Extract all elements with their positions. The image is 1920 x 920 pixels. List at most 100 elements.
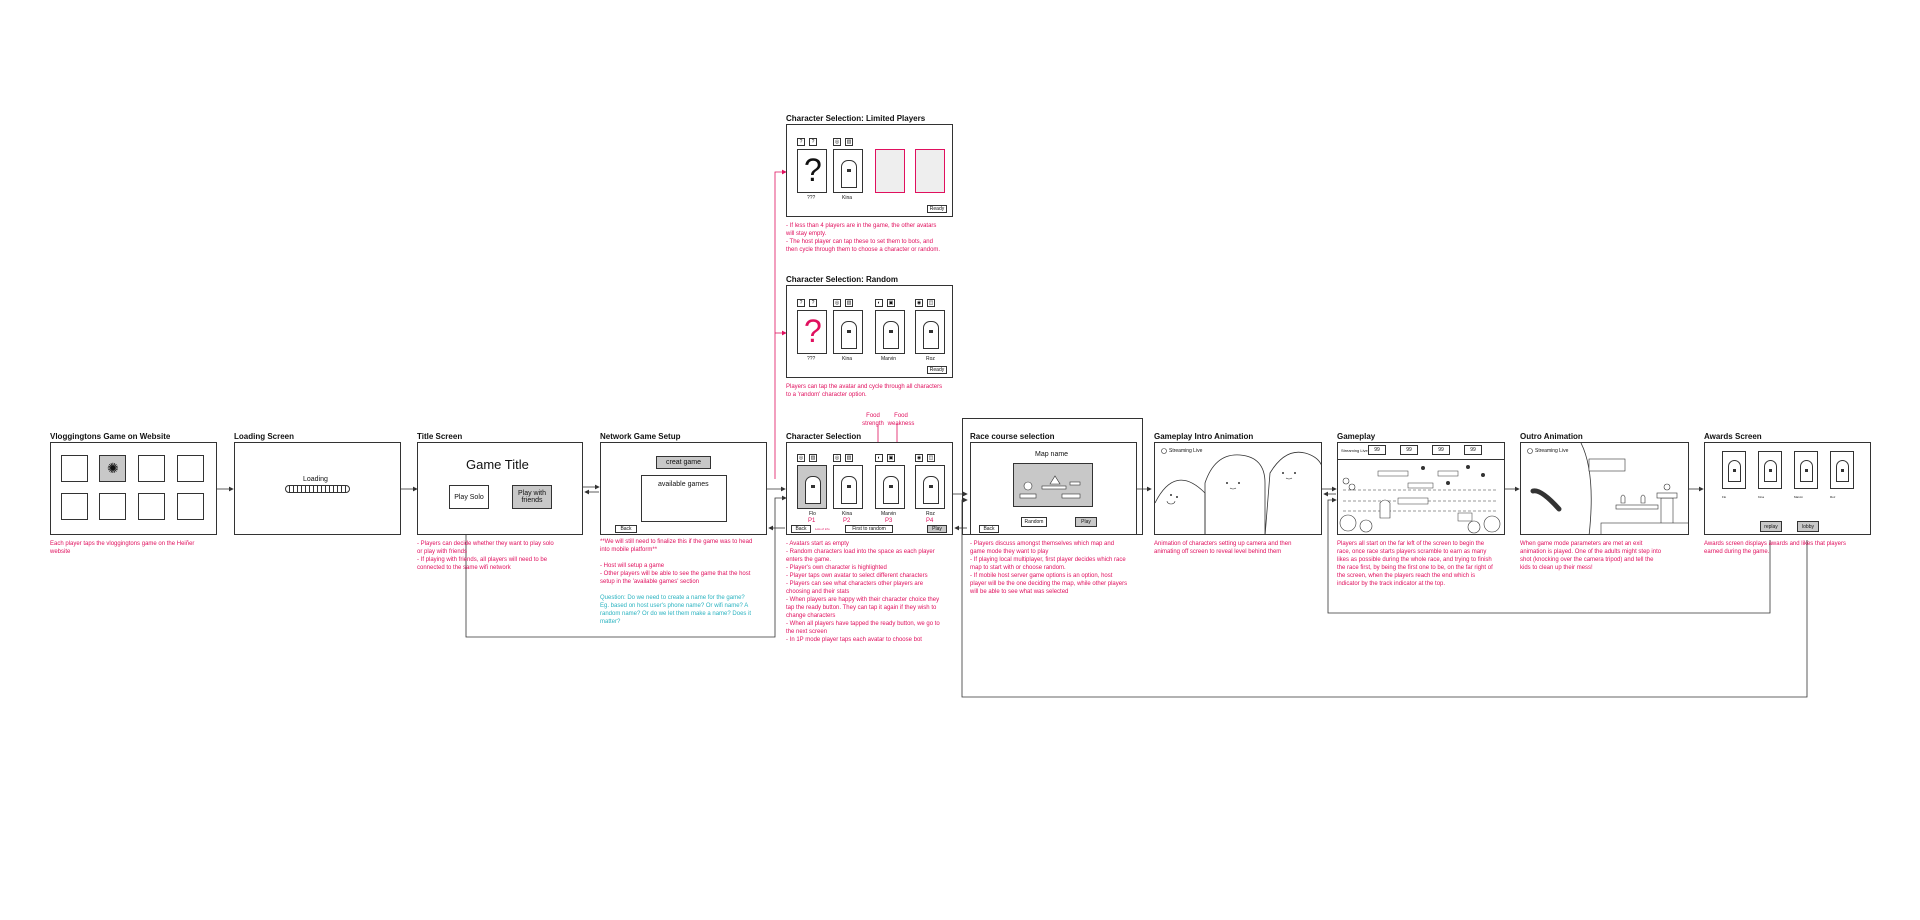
question-icon: ? — [797, 299, 805, 307]
race-course-notes: - Players discuss amongst themselves whi… — [970, 541, 1128, 595]
create-game-button[interactable]: creat game — [656, 456, 711, 469]
avatar-card-marvin[interactable] — [875, 310, 905, 354]
avatar-card-unknown[interactable]: ? — [797, 149, 827, 193]
first-to-random-button[interactable]: First to random — [845, 525, 893, 533]
char-limited-frame: ? ? ? ??? ◎ ▥ Kina Ready — [786, 124, 953, 217]
game-tile[interactable] — [138, 455, 165, 482]
gameplay-notes: Players all start on the far left of the… — [1337, 541, 1493, 587]
gameplay-frame: Streaming Live 99 99 99 99 — [1337, 442, 1505, 535]
loading-title: Loading Screen — [234, 432, 295, 441]
vloggingtons-title: Vloggingtons Game on Website — [50, 432, 171, 441]
loading-label: Loading — [303, 476, 328, 483]
game-tile[interactable] — [99, 493, 126, 520]
back-button[interactable]: Back — [615, 525, 637, 533]
avatar-card-kina[interactable] — [833, 465, 863, 509]
title-screen-frame: Game Title Play Solo Play with friends — [417, 442, 583, 535]
play-with-friends-button[interactable]: Play with friends — [512, 485, 552, 509]
ghost-avatar-icon — [841, 476, 857, 504]
vloggingtons-note: Each player taps the vloggingtons game o… — [50, 541, 195, 555]
avatar-card-kina[interactable] — [833, 310, 863, 354]
game-tile[interactable] — [61, 493, 88, 520]
ghost-avatar-icon — [841, 321, 857, 349]
ghost-avatar-icon — [841, 160, 857, 188]
avatar-card-roz[interactable] — [915, 465, 945, 509]
outro-art — [1527, 443, 1688, 534]
empty-avatar-slot[interactable] — [915, 149, 945, 193]
awards-title: Awards Screen — [1704, 432, 1762, 441]
play-solo-button[interactable]: Play Solo — [449, 485, 489, 509]
award-stats: Kina — [1758, 495, 1765, 499]
award-card — [1830, 451, 1854, 489]
game-tile[interactable] — [177, 493, 204, 520]
map-preview-art — [1019, 475, 1081, 499]
outro-title: Outro Animation — [1520, 432, 1583, 441]
food-weakness-icon: ◫ — [927, 454, 935, 462]
intro-notes: Animation of characters setting up camer… — [1154, 541, 1292, 555]
game-tile[interactable] — [177, 455, 204, 482]
food-weakness-icon: ▥ — [845, 454, 853, 462]
avatar-card-flo[interactable] — [797, 465, 827, 509]
subtitle-note: Lots of info — [815, 527, 830, 531]
score-badge: 99 — [1368, 445, 1386, 455]
char-random-title: Character Selection: Random — [786, 275, 899, 284]
question-mark-icon: ? — [804, 152, 822, 188]
food-weakness-icon: ◫ — [927, 299, 935, 307]
award-card — [1794, 451, 1818, 489]
kina-name: Kina — [842, 511, 853, 517]
score-badge: 99 — [1432, 445, 1450, 455]
ready-button[interactable]: Ready — [927, 366, 947, 374]
replay-button[interactable]: replay — [1760, 521, 1782, 532]
food-strength-icon: ◎ — [833, 299, 841, 307]
intro-title: Gameplay Intro Animation — [1154, 432, 1254, 441]
food-strength-icon: ◉ — [915, 299, 923, 307]
streaming-live-label: Streaming Live — [1535, 448, 1569, 454]
ghost-avatar-icon — [923, 476, 939, 504]
question-icon: ? — [797, 138, 805, 146]
char-select-notes: - Avatars start as empty - Random charac… — [786, 541, 940, 643]
ghost-avatar-icon — [1836, 460, 1849, 482]
game-tile-vloggingtons[interactable]: ✺ — [99, 455, 126, 482]
food-weakness-icon: ▥ — [845, 299, 853, 307]
back-button[interactable]: Back — [791, 525, 811, 533]
avatar-card-kina[interactable] — [833, 149, 863, 193]
title-screen-title: Title Screen — [417, 432, 463, 441]
network-title: Network Game Setup — [600, 432, 681, 441]
char-limited-title: Character Selection: Limited Players — [786, 114, 926, 123]
available-games-list[interactable]: available games — [641, 475, 727, 522]
ready-button[interactable]: Ready — [927, 205, 947, 213]
flo-name: Flo — [809, 511, 816, 517]
game-tile[interactable] — [61, 455, 88, 482]
award-card — [1722, 451, 1746, 489]
food-weakness-icon: ▣ — [887, 454, 895, 462]
back-button[interactable]: Back — [979, 525, 999, 533]
map-name-label: Map name — [1035, 451, 1069, 458]
ghost-avatar-icon — [923, 321, 939, 349]
lobby-button[interactable]: lobby — [1797, 521, 1819, 532]
char-random-notes: Players can tap the avatar and cycle thr… — [786, 384, 943, 398]
ghost-avatar-icon — [883, 321, 899, 349]
ghost-avatar-icon — [1800, 460, 1813, 482]
race-course-title: Race course selection — [970, 432, 1055, 441]
food-strength-icon: ◎ — [833, 138, 841, 146]
network-frame: creat game available games Back — [600, 442, 767, 535]
award-card — [1758, 451, 1782, 489]
intro-frame: Streaming Live — [1154, 442, 1322, 535]
avatar-card-roz[interactable] — [915, 310, 945, 354]
streaming-live-label: Streaming Live — [1341, 448, 1368, 453]
kina-name: Kina — [842, 356, 853, 362]
awards-frame: Flo Kina Marvin Roz replay lobby — [1704, 442, 1871, 535]
map-preview[interactable] — [1013, 463, 1093, 507]
avatar-card-random[interactable]: ? — [797, 310, 827, 354]
random-map-button[interactable]: Random — [1021, 517, 1047, 527]
award-stats: Flo — [1722, 495, 1727, 499]
play-button[interactable]: Play — [1075, 517, 1097, 527]
play-button[interactable]: Play — [927, 525, 947, 533]
ghost-avatar-icon — [1728, 460, 1741, 482]
empty-avatar-slot[interactable] — [875, 149, 905, 193]
avatar-card-marvin[interactable] — [875, 465, 905, 509]
marvin-name: Marvin — [881, 511, 897, 517]
award-stats: Roz — [1830, 495, 1836, 499]
loading-bar — [285, 485, 350, 493]
game-tile[interactable] — [138, 493, 165, 520]
